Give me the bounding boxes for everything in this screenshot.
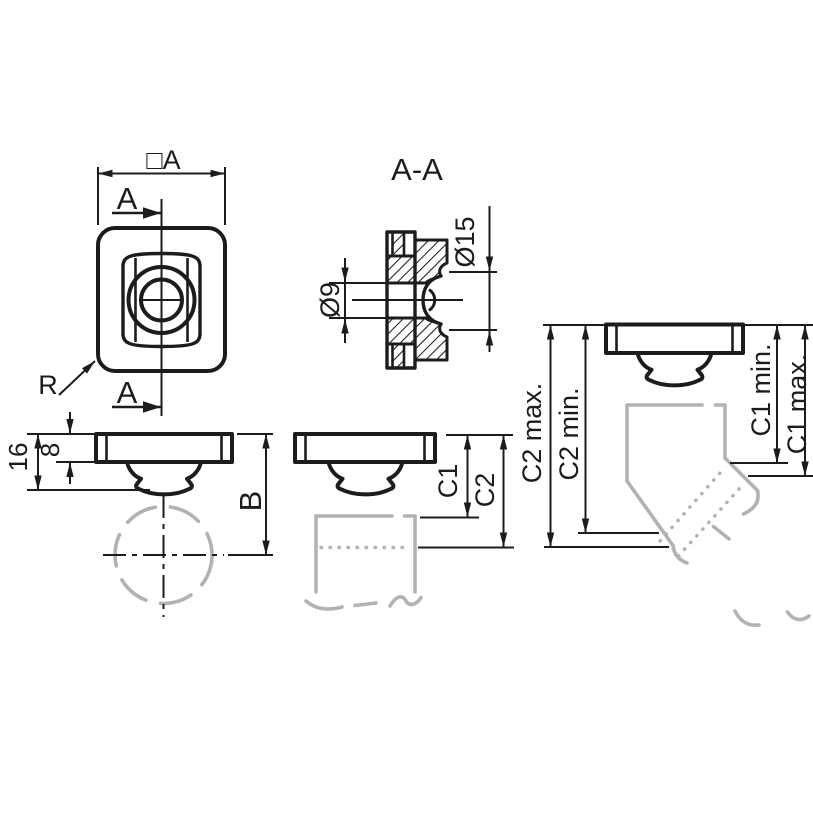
phantom-break-line bbox=[304, 599, 344, 611]
phantom-profile-midline bbox=[676, 481, 746, 558]
plate-side-outline bbox=[293, 432, 437, 464]
dim-label-radius: R bbox=[38, 370, 58, 400]
dim-label-8: 8 bbox=[35, 443, 65, 457]
front-view: C1 C2 bbox=[293, 432, 514, 611]
side-view: 16 8 B bbox=[3, 412, 273, 617]
phantom-break-line bbox=[741, 488, 760, 516]
plate-side-outline bbox=[94, 432, 234, 464]
rim-hatch bbox=[392, 232, 404, 256]
rim-hatch bbox=[392, 344, 404, 368]
section-view: A-A Ø9 Ø15 bbox=[315, 152, 497, 370]
socket-boss-outline bbox=[121, 251, 202, 349]
ball-dome-outline bbox=[125, 460, 203, 497]
boss-section-lower bbox=[385, 316, 449, 362]
plate-side-outline bbox=[604, 322, 745, 355]
ball-dome-outline bbox=[326, 460, 405, 497]
swivel-view: C2 max. C2 min. C1 min. C1 max. bbox=[517, 322, 813, 628]
dim-label-c1: C1 bbox=[433, 464, 463, 499]
phantom-break-line bbox=[733, 609, 761, 628]
dim-label-square-a: □A bbox=[146, 145, 180, 175]
section-view-title: A-A bbox=[391, 152, 443, 187]
dim-label-b: B bbox=[233, 491, 268, 512]
phantom-break-line bbox=[785, 610, 811, 622]
phantom-profile-midline bbox=[658, 467, 726, 543]
phantom-break-line bbox=[353, 601, 378, 608]
ball-dome-outline bbox=[635, 351, 714, 388]
phantom-break-line bbox=[711, 524, 731, 541]
dim-label-c2min: C2 min. bbox=[554, 387, 584, 480]
section-label-top: A bbox=[117, 181, 138, 216]
phantom-break-line bbox=[388, 595, 423, 608]
top-view: A A □A R bbox=[38, 145, 227, 416]
dim-label-c1min: C1 min. bbox=[746, 343, 776, 436]
dim-label-dia9: Ø9 bbox=[315, 282, 345, 318]
dim-label-c1max: C1 max. bbox=[782, 354, 812, 455]
dim-label-dia15: Ø15 bbox=[450, 216, 480, 267]
dim-label-c2: C2 bbox=[470, 473, 500, 508]
section-label-bottom: A bbox=[117, 375, 138, 410]
dim-label-16: 16 bbox=[3, 443, 33, 472]
dim-label-c2max: C2 max. bbox=[517, 383, 547, 484]
radius-leader bbox=[58, 360, 96, 396]
